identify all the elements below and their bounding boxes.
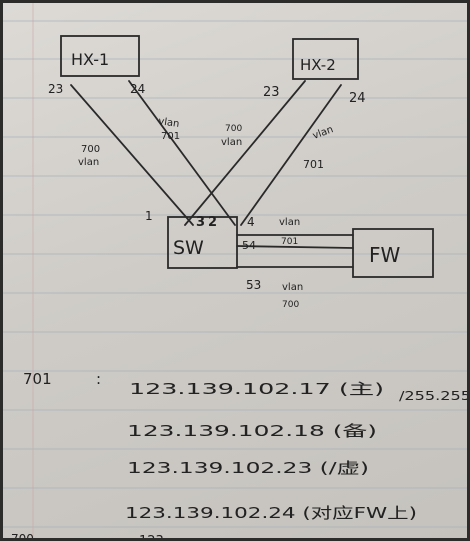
fw-box — [352, 228, 434, 278]
fw-lower-vlan-num: 700 — [282, 300, 299, 310]
hx2-24-vlan-num: 701 — [303, 158, 324, 171]
link-hx2-24-sw — [240, 84, 342, 226]
link-hx1-23-sw — [70, 84, 194, 226]
ip-line-3: 123.139.102.23 (/虚) — [127, 459, 369, 477]
sw-port-3: 3 — [196, 215, 205, 230]
hx1-port-23: 23 — [48, 82, 63, 96]
sw-port-54: 54 — [242, 239, 256, 252]
link-hx1-24-sw — [128, 80, 236, 226]
sw-port-1: 1 — [145, 209, 153, 223]
fw-label: FW — [369, 243, 401, 267]
notes-colon: : — [96, 370, 101, 388]
hx2-label: HX-2 — [300, 56, 336, 74]
hx1-port-24: 24 — [130, 82, 145, 96]
hx1-box — [60, 35, 140, 77]
fw-upper-vlan-word: vlan — [279, 217, 300, 228]
sw-box — [167, 216, 238, 269]
hx1-23-vlan-word: vlan — [78, 157, 99, 168]
sw-port-2: 2 — [208, 215, 217, 230]
ip-line-2: 123.139.102.18 (备) — [127, 422, 377, 440]
fw-upper-vlan-num: 701 — [281, 237, 298, 247]
hx1-23-vlan-num: 700 — [81, 144, 100, 155]
ip-line-4: 123.139.102.24 (对应FW上) — [125, 504, 417, 522]
link-hx2-23-sw — [184, 80, 306, 226]
hx2-23-vlan-word: vlan — [221, 137, 242, 148]
hx1-24-vlan-word: vlan — [158, 116, 180, 130]
hx2-port-24: 24 — [349, 91, 366, 106]
sw-port-53: 53 — [246, 278, 261, 292]
hx2-24-vlan-word: vlan — [311, 124, 335, 142]
vlan-701-label: 701 — [23, 370, 52, 388]
bottom-fragment: 123 — [139, 534, 164, 541]
network-sketch: HX-1 HX-2 SW FW 23 24 23 24 1 3 2 4 54 5… — [3, 3, 470, 541]
sw-label: SW — [173, 237, 204, 259]
hx2-port-23: 23 — [263, 85, 280, 100]
vlan-700-label: 700 — [11, 532, 34, 541]
ruled-lines — [3, 3, 467, 538]
hx2-23-vlan-num: 700 — [225, 124, 242, 134]
hx1-label: HX-1 — [71, 50, 109, 69]
ip-line-1: 123.139.102.17 (主) — [129, 380, 384, 398]
hx1-24-vlan-num: 701 — [161, 131, 180, 142]
sw-port-4: 4 — [247, 215, 255, 229]
hx2-box — [292, 38, 359, 80]
link-sw-fw-middle — [236, 245, 354, 249]
fw-lower-vlan-word: vlan — [282, 282, 303, 293]
ip-line-1-mask: /255.255 — [399, 389, 470, 403]
